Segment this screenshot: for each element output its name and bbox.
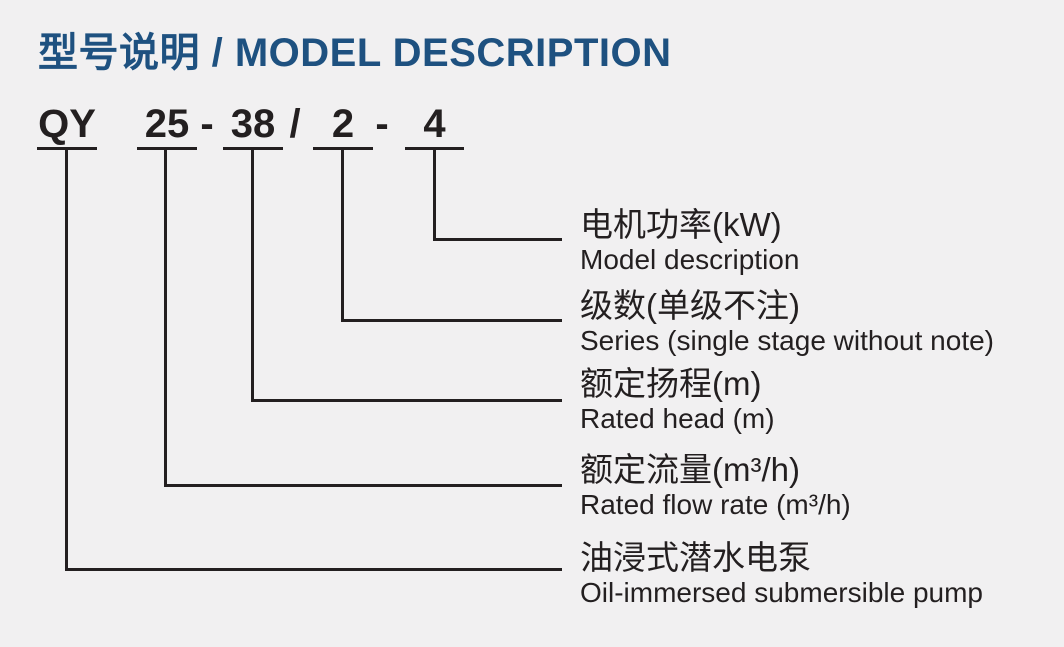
code-segment-series: 2 [313,101,373,150]
label-motor-power: 电机功率(kW) Model description [580,205,799,275]
code-segment-flow-rate: 25 [137,101,197,150]
connector-line-rated-head [251,150,562,402]
connector-line-pump-type [65,150,562,571]
connector-line-series [341,150,562,322]
code-separator-dash: - [375,102,389,146]
code-segment-pump-type: QY [37,101,97,150]
code-segment-text: 38 [230,102,276,146]
label-zh: 电机功率(kW) [580,206,782,243]
label-en: Rated flow rate (m³/h) [580,489,851,520]
label-en: Rated head (m) [580,403,775,434]
code-segment-rated-head: 38 [223,101,283,150]
label-rated-head: 额定扬程(m) Rated head (m) [580,364,775,434]
code-segment-text: 4 [423,102,446,146]
label-en: Model description [580,244,800,275]
label-zh: 额定扬程(m) [580,365,762,402]
code-separator-dash: - [200,102,214,146]
label-pump-type: 油浸式潜水电泵 Oil-immersed submersible pump [580,538,983,608]
label-en: Series (single stage without note) [580,325,994,356]
label-en: Oil-immersed submersible pump [580,577,984,608]
label-series: 级数(单级不注) Series (single stage without no… [580,286,994,356]
connector-line-motor-power [433,150,562,241]
label-zh: 油浸式潜水电泵 [580,539,811,576]
code-segment-text: 2 [331,102,355,146]
label-zh: 级数(单级不注) [580,287,800,324]
connector-line-flow-rate [164,150,562,487]
label-zh: 额定流量(m³/h) [580,451,800,488]
code-segment-text: 25 [144,102,190,146]
code-segment-motor-power: 4 [405,101,464,150]
page-title: 型号说明 / MODEL DESCRIPTION [38,31,672,75]
code-separator-slash: / [289,102,301,146]
code-segment-text: QY [38,102,96,146]
label-flow-rate: 额定流量(m³/h) Rated flow rate (m³/h) [580,450,851,520]
